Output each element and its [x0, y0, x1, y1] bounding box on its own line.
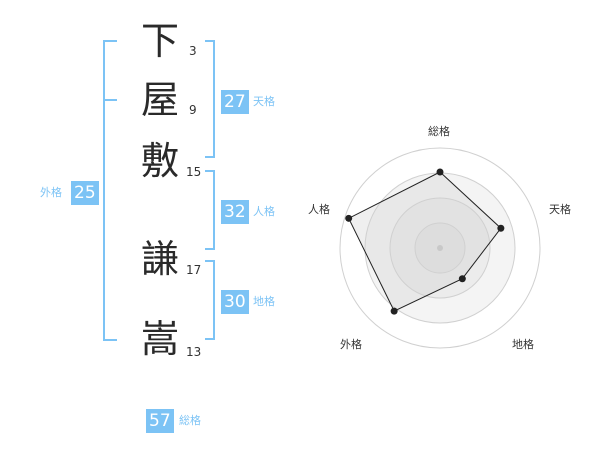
- name-char-5: 嵩: [140, 317, 179, 361]
- soukaku-label: 総格: [179, 414, 201, 427]
- tenkaku-badge: 27: [221, 90, 249, 114]
- radar-label-soukaku: 総格: [428, 125, 450, 138]
- jinkaku-badge: 32: [221, 200, 249, 224]
- jinkaku-label: 人格: [253, 205, 275, 218]
- name-char-3: 敷: [140, 139, 179, 183]
- name-char-2: 屋: [140, 78, 179, 122]
- radar-label-tenkaku: 天格: [549, 203, 571, 216]
- stroke-count-4: 17: [186, 263, 202, 277]
- radar-label-jinkaku: 人格: [308, 203, 330, 216]
- name-char-1: 下: [140, 19, 179, 63]
- stroke-count-5: 13: [186, 345, 202, 359]
- radar-point: [436, 168, 444, 176]
- gaikaku-label: 外格: [40, 186, 62, 199]
- radar-point: [497, 224, 505, 232]
- radar-label-gaikaku: 外格: [340, 338, 362, 351]
- radar-label-chikaku: 地格: [512, 338, 534, 351]
- stroke-count-1: 3: [189, 44, 197, 58]
- name-char-4: 謙: [140, 237, 179, 281]
- chikaku-badge: 30: [221, 290, 249, 314]
- tenkaku-label: 天格: [253, 95, 275, 108]
- radar-point: [390, 307, 398, 315]
- soukaku-badge: 57: [146, 409, 174, 433]
- radar-point: [458, 275, 466, 283]
- radar-point: [345, 214, 353, 222]
- radar-center-dot: [437, 245, 443, 251]
- stroke-count-3: 15: [186, 165, 202, 179]
- stroke-count-2: 9: [189, 103, 197, 117]
- chikaku-label: 地格: [253, 295, 275, 308]
- gaikaku-badge: 25: [71, 181, 99, 205]
